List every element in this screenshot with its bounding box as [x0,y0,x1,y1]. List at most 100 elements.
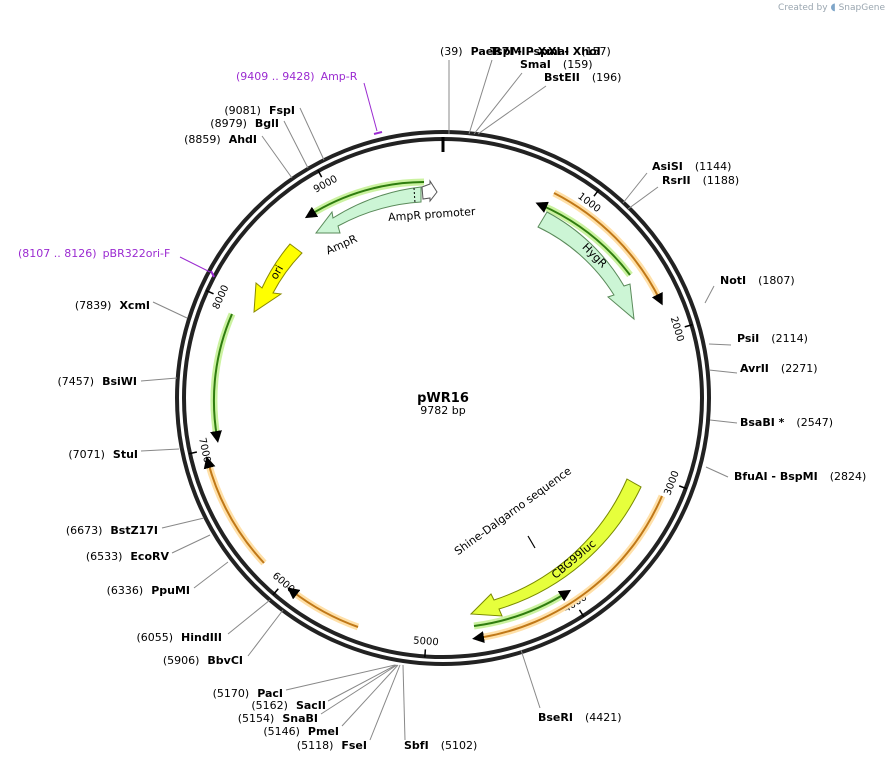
orf-bottom-right-orange [472,495,663,644]
orf-bottom-right-green [473,589,572,627]
label-shine-dalgarno: Shine-Dalgarno sequence [452,464,574,558]
feature-ori [253,243,303,313]
site-leader-rsrii [627,186,659,210]
site-bseri: BseRI (4421) [538,711,622,724]
primer-line-amp-r [363,82,378,132]
site-leader-ecorv [171,534,211,554]
plasmid-name: pWR16 [417,391,469,406]
site-avrii-part1: AvrII [740,362,769,375]
orf-left [210,313,233,443]
snapgene-product-text: SnapGene [838,3,885,13]
site-leader-bfuai [705,466,729,478]
site-pmei: (5146)PmeI [263,725,339,738]
tick-mark [317,169,323,178]
tick-label: 5000 [413,636,439,649]
orf-arcs [203,178,666,644]
tick-mark [188,451,198,455]
site-paer7i: (39)PaeR7I - PspXI - XhoI [440,45,601,58]
site-leader-stui [140,448,180,452]
site-psii: PsiI(2114) [737,332,808,345]
site-leader-smai [473,72,523,135]
primer-amp-r-name: Amp-R [321,70,358,83]
primer-amp-r-range: (9409 .. 9428) [236,70,315,83]
site-leader-avrii [708,369,738,374]
site-bseri-part1: BseRI [538,711,573,724]
site-leader-fspi [299,107,325,161]
site-asisi-part2: (1144) [695,160,732,173]
site-bsteii: BstEII(196) [544,71,621,84]
site-leader-bsiwi [140,377,178,382]
site-paci-part1: (5170) [213,687,250,700]
primer-pbr322ori-f-range: (8107 .. 8126) [18,247,97,260]
tick-mark [593,189,600,197]
site-bbvci-part2: BbvCI [207,654,243,667]
site-hindiii-part2: HindIII [181,631,222,644]
site-stui: (7071)StuI [68,448,138,461]
site-tspmi: TspMI - XmaI(157) [490,45,611,58]
site-bstz17i-part1: (6673) [66,524,103,537]
orf-hygr-orange [553,192,663,306]
backbone-outer-strand [175,130,711,666]
site-fspi-part2: FspI [269,104,295,117]
site-stui-part2: StuI [113,448,138,461]
site-bsteii-part2: (196) [592,71,622,84]
site-leader-paci [285,664,396,691]
primer-line-pbr322ori-f [179,256,211,273]
site-rsrii-part1: RsrII [662,174,691,187]
site-rsrii-part2: (1188) [703,174,740,187]
primer-mark-amp-r [373,131,383,135]
site-xcmi-part2: XcmI [119,299,150,312]
tick-mark [678,485,687,490]
site-fspi: (9081)FspI [224,104,295,117]
site-bsabi-part2: (2547) [796,416,833,429]
site-bfuai-part2: (2824) [830,470,867,483]
site-sacii: (5162)SacII [251,699,326,712]
site-asisi-part1: AsiSI [652,160,683,173]
site-sbfi-part2: (5102) [441,739,478,752]
site-leader-asisi [622,172,648,204]
site-bgli-part1: (8979) [210,117,247,130]
site-sbfi-part1: SbfI [404,739,429,752]
site-ppumi: (6336)PpuMI [107,584,190,597]
tick-mark [684,323,693,328]
site-leader-sacii [327,664,397,702]
site-leader-ahdi [261,135,293,179]
site-leader-bsabi [709,419,738,424]
site-pmei-part2: PmeI [308,725,339,738]
site-sacii-part1: (5162) [251,699,288,712]
site-leader-snabi [320,664,398,715]
snapgene-watermark: Created by ◖ SnapGene [778,2,885,13]
site-paci-part2: PacI [257,687,283,700]
site-sbfi: SbfI (5102) [404,739,477,752]
site-bstz17i-part2: BstZ17I [110,524,158,537]
primer-mark-pbr322ori-f [210,270,215,278]
site-fsei-part1: (5118) [297,739,334,752]
site-paci: (5170) PacI [213,687,283,700]
site-leader-fsei [369,664,401,741]
tick-label: 3000 [663,469,682,497]
snapgene-logo-icon: ◖ [830,2,836,13]
label-ampr-promoter: AmpR promoter [388,205,477,224]
site-bseri-part2: (4421) [585,711,622,724]
site-bsiwi-part2: BsiWI [102,375,137,388]
created-by-text: Created by [778,3,828,13]
site-fsei-part2: FseI [341,739,367,752]
site-bfuai: BfuAI - BspMI(2824) [734,470,866,483]
tick-label: 2000 [668,316,686,344]
site-leader-hindiii [227,599,271,635]
site-noti: NotI(1807) [720,274,795,287]
feature-shine-dalgarno [527,535,536,549]
tick-label: 8000 [211,283,232,311]
site-leader-psii [708,343,732,346]
site-snabi-part2: SnaBI [282,712,318,725]
site-smai-part2: (159) [563,58,593,71]
orf-left-orange [203,456,265,564]
site-noti-part2: (1807) [758,274,795,287]
site-leader-pmei [341,664,399,727]
tick-label: 7000 [196,437,212,464]
site-leader-bbvci [247,609,284,657]
site-ecorv-part1: (6533) [86,550,123,563]
site-avrii: AvrII(2271) [740,362,817,375]
tick-mark [578,609,585,617]
